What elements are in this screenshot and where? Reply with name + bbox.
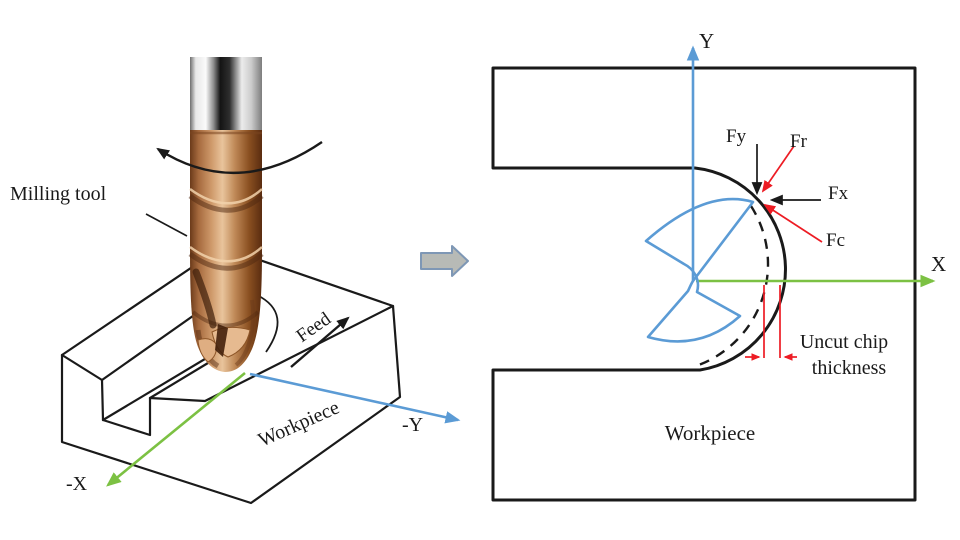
tool-profile-outline [644, 197, 755, 343]
right-workpiece-outline [491, 66, 917, 502]
panel-connector-arrow-icon [420, 245, 469, 277]
x-axis-label: X [931, 252, 947, 276]
milling-tool-image [188, 57, 264, 372]
chip-thickness-marks [745, 285, 797, 361]
fr-force-arrow [761, 145, 795, 193]
fc-force-arrow [763, 203, 823, 243]
neg-x-axis-arrow [106, 371, 246, 487]
fy-force-label: Fy [726, 126, 747, 147]
y-axis-label: Y [699, 29, 715, 53]
fc-force-label: Fc [826, 230, 845, 251]
workpiece-label-right: Workpiece [664, 421, 756, 445]
neg-y-axis-label: -Y [402, 414, 424, 436]
milling-tool-leader-line [145, 213, 188, 237]
tool-hole-arc [256, 294, 279, 353]
feed-arrow-icon [290, 316, 350, 368]
rotation-arrow-icon [156, 141, 323, 174]
previous-tool-path-dashed-arc [695, 205, 770, 368]
uncut-chip-thickness-label-line2: thickness [811, 357, 887, 379]
neg-y-axis-arrow [249, 372, 461, 424]
uncut-chip-thickness-label-line1: Uncut chip [799, 331, 889, 353]
fx-force-label: Fx [828, 183, 849, 204]
fr-force-label: Fr [790, 131, 807, 152]
neg-x-axis-label: -X [66, 473, 88, 495]
milling-tool-label: Milling tool [10, 183, 107, 205]
